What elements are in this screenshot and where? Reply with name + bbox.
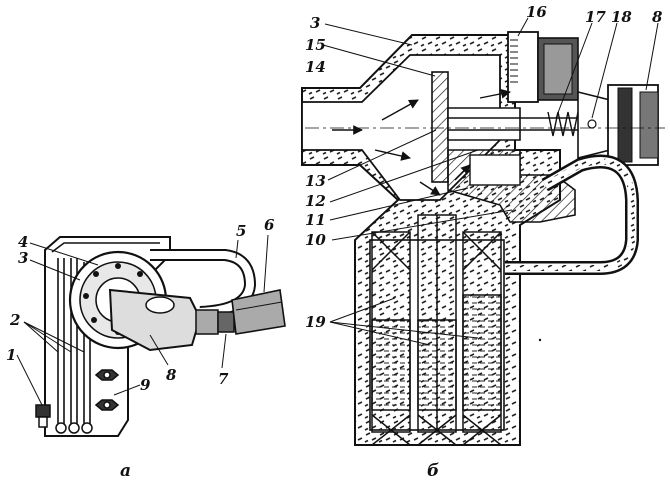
outlet-fitting	[108, 288, 202, 352]
drain-bolt	[35, 404, 51, 428]
label-b-15: 15	[305, 36, 326, 54]
label-b-12: 12	[305, 192, 326, 210]
hose-connector	[195, 309, 235, 335]
labels-b: 3 15 14 16 17 18 8 13 12 11 10 19	[305, 3, 663, 331]
leader-lines-a	[16, 234, 269, 406]
label-a-6: 6	[264, 216, 275, 234]
label-b-3: 3	[310, 14, 320, 32]
valve-stem	[448, 117, 598, 131]
valve-body	[447, 107, 521, 141]
spring	[547, 111, 579, 137]
label-a-2: 2	[9, 311, 20, 329]
label-b-16: 16	[526, 3, 547, 21]
label-a-4: 4	[18, 233, 28, 251]
label-b-13: 13	[305, 172, 326, 190]
flow-arrows	[332, 88, 511, 196]
speck	[538, 338, 542, 342]
caption-b: б	[427, 461, 439, 481]
label-b-18: 18	[611, 8, 632, 26]
label-a-5: 5	[236, 222, 246, 240]
label-a-3: 3	[18, 249, 28, 267]
coil-ticks	[510, 39, 518, 83]
outlet-fitting-b	[607, 84, 659, 166]
label-b-17: 17	[585, 8, 606, 26]
label-b-8: 8	[652, 8, 663, 26]
filter-elements	[371, 214, 502, 446]
leader-lines-b	[322, 17, 659, 346]
supply-hose	[231, 289, 286, 335]
label-a-1: 1	[6, 346, 16, 364]
tube-caps	[55, 422, 93, 434]
label-a-9: 9	[140, 376, 151, 394]
label-a-7: 7	[218, 370, 229, 388]
label-b-10: 10	[305, 231, 326, 249]
label-b-14: 14	[305, 58, 326, 76]
solenoid-coil	[507, 31, 539, 103]
label-b-11: 11	[305, 211, 326, 229]
view-b-section: 3 15 14 16 17 18 8 13 12 11 10 19 б	[301, 3, 665, 481]
label-b-19: 19	[305, 313, 326, 331]
label-a-8: 8	[166, 366, 177, 384]
bracket-nuts	[94, 369, 120, 411]
labels-a: 4 3 2 1 5 6 7 8 9	[6, 216, 275, 394]
caption-a: а	[120, 461, 131, 481]
view-a-external: 4 3 2 1 5 6 7 8 9 а	[6, 216, 286, 481]
